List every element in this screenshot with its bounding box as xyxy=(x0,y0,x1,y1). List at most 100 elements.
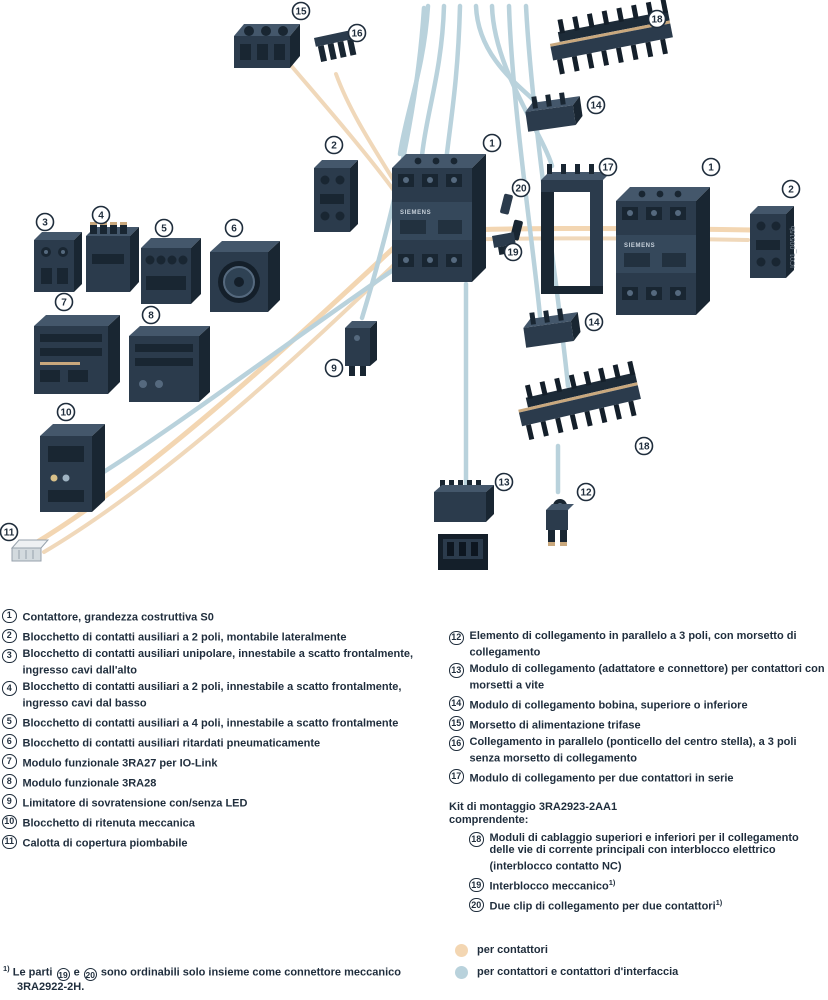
color-legend-item: per contattori e contattori d'interfacci… xyxy=(455,965,826,979)
svg-text:14: 14 xyxy=(588,318,600,329)
legend-item: 3 Blocchetto di contatti ausiliari unipo… xyxy=(2,648,448,677)
legend-item-text-body: Modulo di collegamento (adattatore e con… xyxy=(469,662,825,692)
surge-suppressor xyxy=(345,321,377,376)
legend-item-text: Moduli di cablaggio superiori e inferior… xyxy=(490,832,827,874)
color-legend-label: per contattori xyxy=(477,944,548,957)
color-legend-label: per contattori e contattori d'interfacci… xyxy=(477,966,679,979)
footnote-circle-19: 19 xyxy=(56,968,70,982)
color-legend-dot xyxy=(455,943,468,957)
callout-15: 15 xyxy=(291,1,311,21)
legend-item-text-body: Collegamento in parallelo (ponticello de… xyxy=(469,735,797,765)
svg-text:19: 19 xyxy=(507,248,519,259)
sealing-cap xyxy=(10,539,50,562)
legend-item-number: 19 xyxy=(469,877,484,893)
three-phase-feed-terminal xyxy=(234,24,300,68)
legend-item-number: 11 xyxy=(2,834,17,850)
legend-item-number: 5 xyxy=(2,714,17,729)
kit-title: Kit di montaggio 3RA2923-2AA1 comprenden… xyxy=(449,801,826,827)
footnote-text-mid: e xyxy=(73,966,80,979)
star-point-bridge xyxy=(314,29,357,63)
legend-item-text: Contattore, grandezza costruttiva S0 xyxy=(23,608,214,624)
legend-item: 13 Modulo di collegamento (adattatore e … xyxy=(449,663,826,692)
parallel-link-element xyxy=(546,499,574,546)
svg-text:8: 8 xyxy=(148,311,154,322)
legend-item-number: 3 xyxy=(2,648,17,664)
legend-item: 8 Modulo funzionale 3RA28 xyxy=(2,774,448,790)
legend-item-number: 4 xyxy=(2,681,17,696)
svg-text:20: 20 xyxy=(515,184,527,195)
adapter-connector-module xyxy=(434,480,494,570)
svg-text:1: 1 xyxy=(489,139,495,150)
callout-18-bottom: 18 xyxy=(634,436,654,456)
legend-item: 17 Modulo di collegamento per due contat… xyxy=(449,769,826,785)
aux-contact-block-lateral-left xyxy=(314,160,358,232)
legend-item-text: Blocchetto di contatti ausiliari ritarda… xyxy=(23,734,321,750)
color-legend-dot xyxy=(455,965,468,979)
callout-14-top: 14 xyxy=(586,95,606,115)
legend-item-number: 6 xyxy=(2,734,17,749)
legend-item: 5 Blocchetto di contatti ausiliari a 4 p… xyxy=(2,714,448,730)
kit-section: Kit di montaggio 3RA2923-2AA1 comprenden… xyxy=(449,801,826,914)
wiring-module-bottom xyxy=(513,360,645,441)
svg-text:3: 3 xyxy=(42,218,48,229)
legend-item-number: 16 xyxy=(449,736,464,751)
svg-text:13: 13 xyxy=(498,478,510,489)
legend-item-text-body: Blocchetto di contatti ausiliari a 4 pol… xyxy=(22,717,399,730)
svg-text:16: 16 xyxy=(351,29,363,40)
legend-right-column: 12 Elemento di collegamento in parallelo… xyxy=(449,630,826,988)
legend-item-text-body: Blocchetto di ritenuta meccanica xyxy=(22,817,195,830)
callout-1-center: 1 xyxy=(482,133,502,153)
legend-item-text: Modulo di collegamento (adattatore e con… xyxy=(470,663,827,692)
callout-9: 9 xyxy=(324,358,344,378)
callout-11: 11 xyxy=(0,522,19,542)
svg-text:17: 17 xyxy=(602,163,614,174)
series-connection-module xyxy=(541,164,611,294)
svg-text:15: 15 xyxy=(295,7,307,18)
svg-text:18: 18 xyxy=(651,15,663,26)
legend-item-text-body: Blocchetto di contatti ausiliari unipola… xyxy=(22,648,414,677)
legend-item-text: Blocchetto di contatti ausiliari a 2 pol… xyxy=(23,681,449,710)
legend-item-text-body: Modulo di collegamento bobina, superiore… xyxy=(469,699,748,712)
legend-right-items: 12 Elemento di collegamento in parallelo… xyxy=(449,630,826,785)
kit-title-line1: Kit di montaggio 3RA2923-2AA1 xyxy=(449,801,618,814)
legend-item-text-body: Elemento di collegamento in parallelo a … xyxy=(469,630,797,659)
legend-item-number: 2 xyxy=(2,628,17,644)
legend-item-text: Modulo funzionale 3RA27 per IO-Link xyxy=(23,754,218,770)
legend-item: 12 Elemento di collegamento in parallelo… xyxy=(449,630,826,659)
callout-20: 20 xyxy=(511,178,531,198)
legend-item-text-body: Due clip di collegamento per due contatt… xyxy=(489,901,716,914)
svg-text:1: 1 xyxy=(708,163,714,174)
contactor-right xyxy=(616,187,710,315)
legend-item-text: Interblocco meccanico1) xyxy=(490,877,616,893)
svg-text:9: 9 xyxy=(331,364,337,375)
legend-item: 4 Blocchetto di contatti ausiliari a 2 p… xyxy=(2,681,448,710)
svg-text:2: 2 xyxy=(788,185,794,196)
aux-contact-block-2pole-front xyxy=(86,222,139,292)
legend-item: 10 Blocchetto di ritenuta meccanica xyxy=(2,814,448,830)
legend-item-text-body: Blocchetto di contatti ausiliari a 2 pol… xyxy=(22,680,402,710)
callout-6: 6 xyxy=(224,218,244,238)
kit-title-line2: comprendente: xyxy=(449,813,529,826)
legend-item-text: Modulo funzionale 3RA28 xyxy=(23,774,157,790)
legend-item: 15 Morsetto di alimentazione trifase xyxy=(449,716,826,732)
legend-item-text: Due clip di collegamento per due contatt… xyxy=(490,897,723,913)
connection-lines-blue xyxy=(69,3,571,497)
legend-item-number: 1 xyxy=(2,608,17,623)
callout-3: 3 xyxy=(35,212,55,232)
contactor-center xyxy=(392,154,486,282)
svg-text:2: 2 xyxy=(331,141,337,152)
legend-item-number: 15 xyxy=(449,716,464,731)
callout-10: 10 xyxy=(56,402,76,422)
callout-7: 7 xyxy=(54,292,74,312)
function-module-3ra28 xyxy=(129,326,210,402)
callout-14-bottom: 14 xyxy=(584,312,604,332)
legend-item-footnote-marker: 1) xyxy=(608,878,616,888)
kit-items: 18 Moduli di cablaggio superiori e infer… xyxy=(469,832,826,914)
function-module-3ra27 xyxy=(34,315,120,394)
legend-item-text-body: Limitatore di sovratensione con/senza LE… xyxy=(22,797,248,810)
callout-4: 4 xyxy=(91,205,111,225)
callout-2-left: 2 xyxy=(324,135,344,155)
legend-item-text-body: Moduli di cablaggio superiori e inferior… xyxy=(489,831,799,873)
legend-item-text: Limitatore di sovratensione con/senza LE… xyxy=(23,794,248,810)
aux-contact-block-1pole xyxy=(34,232,82,292)
